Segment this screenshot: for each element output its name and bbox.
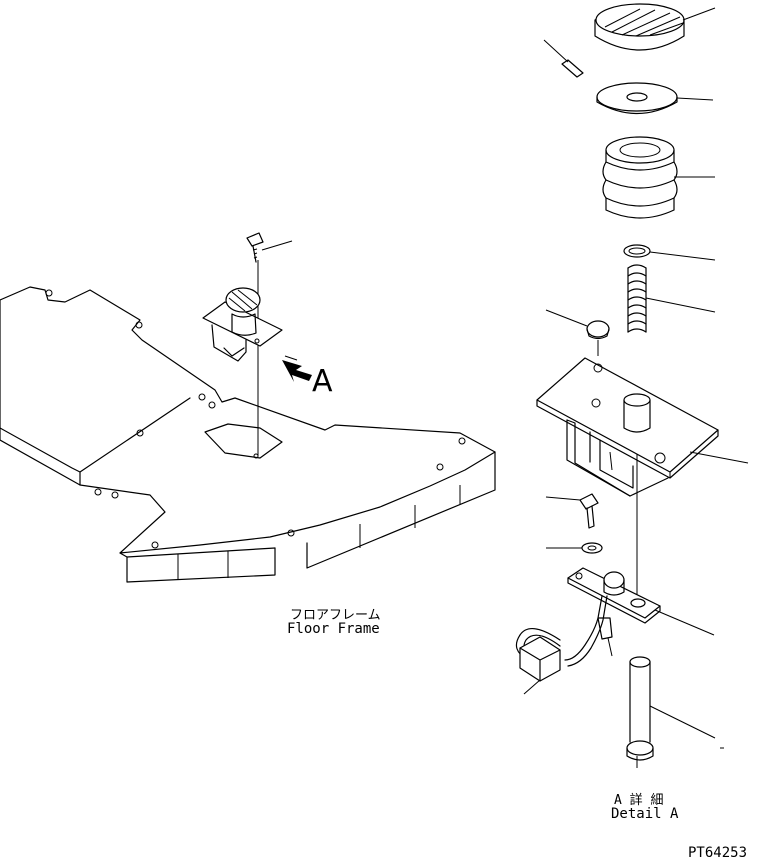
floor-switch-assembly bbox=[202, 232, 293, 456]
detail-a-label-en: Detail A bbox=[611, 806, 679, 822]
view-arrow-a bbox=[282, 355, 312, 382]
floor-frame-label-jp: フロアフレーム bbox=[290, 608, 381, 623]
detail-a-exploded bbox=[515, 3, 749, 768]
floor-frame bbox=[0, 286, 496, 583]
drawing-number: PT64253 bbox=[688, 845, 748, 861]
detail-a-label-jp: A 詳 細 bbox=[614, 793, 664, 808]
floor-frame-label-en: Floor Frame bbox=[287, 621, 380, 637]
view-arrow-label: A bbox=[312, 364, 333, 399]
